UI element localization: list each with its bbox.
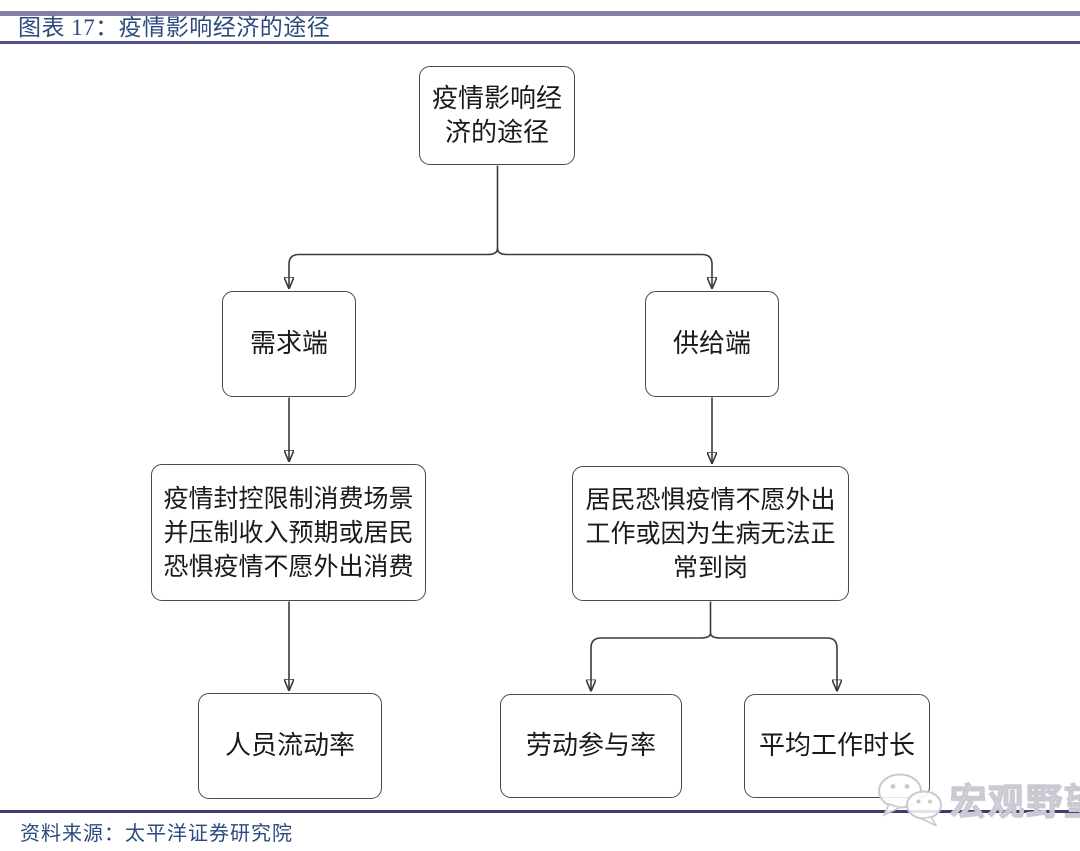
node-demand-detail-label: 疫情封控限制消费场景 并压制收入预期或居民 恐惧疫情不愿外出消费	[163, 483, 414, 581]
footer-rule	[0, 810, 1080, 813]
node-labor-participation: 劳动参与率	[500, 694, 682, 798]
node-demand-label: 需求端	[249, 329, 328, 359]
node-work-hours-label: 平均工作时长	[758, 731, 915, 761]
watermark-text: 宏观野望	[949, 781, 1080, 823]
node-root: 疫情影响经 济的途径	[419, 66, 575, 165]
node-average-work-hours: 平均工作时长	[744, 694, 930, 798]
header-bottom-rule	[0, 41, 1080, 44]
node-root-label: 疫情影响经 济的途径	[431, 83, 562, 148]
header-top-rule	[0, 11, 1080, 16]
node-participation-label: 劳动参与率	[525, 731, 656, 761]
node-supply-detail: 居民恐惧疫情不愿外出 工作或因为生病无法正 常到岗	[572, 466, 849, 601]
edge-supply-participation	[591, 632, 712, 692]
wechat-icon	[878, 773, 942, 826]
edge-root-demand	[289, 248, 499, 289]
watermark: 宏观野望	[876, 772, 1080, 826]
node-demand-side: 需求端	[222, 291, 356, 397]
node-supply-detail-label: 居民恐惧疫情不愿外出 工作或因为生病无法正 常到岗	[585, 484, 836, 582]
edge-supply-workhours	[709, 632, 838, 692]
edge-root-supply	[496, 248, 713, 289]
node-supply-label: 供给端	[672, 329, 751, 359]
node-personnel-mobility: 人员流动率	[198, 693, 382, 799]
node-mobility-label: 人员流动率	[224, 731, 355, 761]
source-note: 资料来源：太平洋证券研究院	[20, 823, 293, 845]
figure-title: 图表 17：疫情影响经济的途径	[18, 15, 331, 40]
node-demand-detail: 疫情封控限制消费场景 并压制收入预期或居民 恐惧疫情不愿外出消费	[151, 464, 426, 601]
node-supply-side: 供给端	[645, 291, 779, 397]
